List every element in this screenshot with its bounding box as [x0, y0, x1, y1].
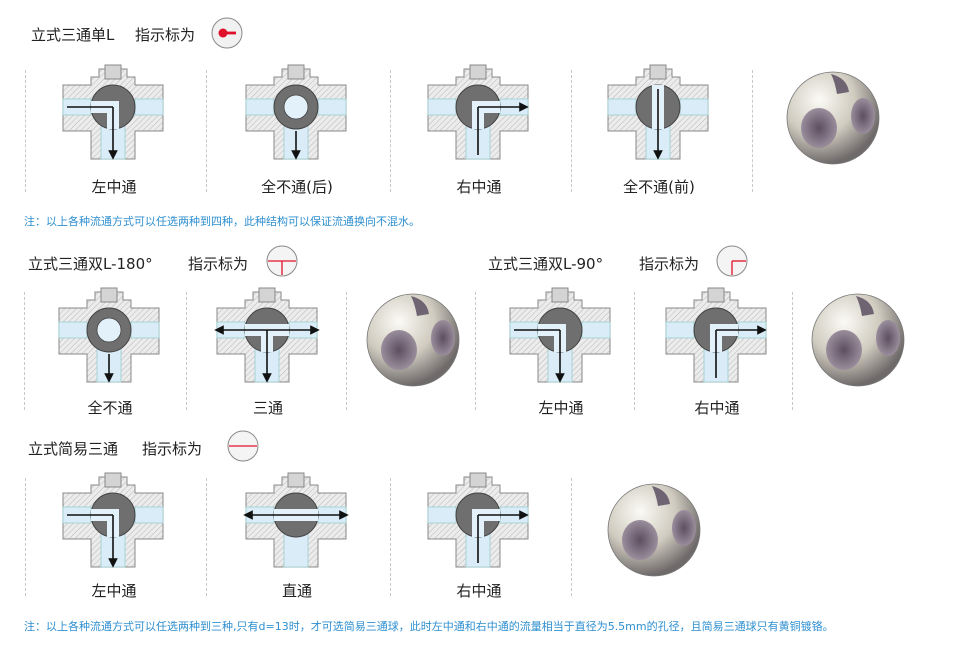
divider	[634, 292, 635, 410]
divider	[571, 70, 572, 192]
divider	[206, 70, 207, 192]
ball-3d-image	[365, 292, 461, 388]
section-2-indicator-label: 指示标为	[188, 255, 249, 273]
divider	[475, 292, 476, 410]
caption-right-down: 右中通	[694, 399, 740, 417]
indicator-corner-icon	[716, 245, 748, 277]
section-1-title: 立式三通单L	[31, 26, 115, 44]
divider	[206, 478, 207, 596]
section-2-title: 立式三通双L-180°	[28, 255, 153, 273]
valve-diagram-left-down	[61, 64, 165, 161]
divider	[752, 70, 753, 192]
caption-straight: 直通	[281, 582, 312, 600]
caption-none-back: 全不通(后)	[261, 178, 333, 196]
note-2: 注：以上各种流通方式可以任选两种到三种,只有d=13时，才可选简易三通球，此时左…	[24, 620, 834, 633]
valve-diagram-down-blocked	[606, 64, 710, 161]
caption-left-down: 左中通	[538, 399, 584, 417]
valve-diagram-tee	[214, 287, 320, 384]
ball-3d-image	[785, 70, 881, 166]
caption-right-down: 右中通	[456, 582, 502, 600]
section-1-indicator-label: 指示标为	[135, 26, 196, 44]
section-4-indicator-label: 指示标为	[142, 440, 203, 458]
divider	[186, 292, 187, 410]
ball-3d-image	[606, 482, 702, 578]
indicator-t-icon	[266, 245, 298, 277]
note-1: 注：以上各种流通方式可以任选两种到四种，此种结构可以保证流通换向不混水。	[24, 215, 420, 228]
divider	[792, 292, 793, 410]
ball-3d-image	[810, 292, 906, 388]
valve-diagram-right-down	[426, 472, 530, 569]
section-4-title: 立式简易三通	[28, 440, 119, 458]
valve-diagram-down-only	[57, 287, 161, 384]
divider	[390, 478, 391, 596]
divider	[346, 292, 347, 410]
divider	[25, 70, 26, 192]
caption-none-front: 全不通(前)	[623, 178, 695, 196]
indicator-red-pointer-icon	[211, 17, 243, 49]
valve-diagram-right-down	[426, 64, 530, 161]
section-3-title: 立式三通双L-90°	[488, 255, 604, 273]
divider	[24, 292, 25, 410]
section-3-indicator-label: 指示标为	[639, 255, 700, 273]
caption-none: 全不通	[87, 399, 133, 417]
divider	[25, 478, 26, 596]
valve-diagram-right-down	[664, 287, 768, 384]
valve-diagram-left-down	[61, 472, 165, 569]
caption-right-down: 右中通	[456, 178, 502, 196]
caption-left-down: 左中通	[91, 178, 137, 196]
caption-tee: 三通	[252, 399, 283, 417]
divider	[571, 478, 572, 596]
valve-diagram-left-down	[508, 287, 612, 384]
caption-left-down: 左中通	[91, 582, 137, 600]
divider	[390, 70, 391, 192]
indicator-line-icon	[227, 430, 259, 462]
valve-diagram-straight	[243, 472, 349, 569]
valve-diagram-none	[244, 64, 348, 161]
